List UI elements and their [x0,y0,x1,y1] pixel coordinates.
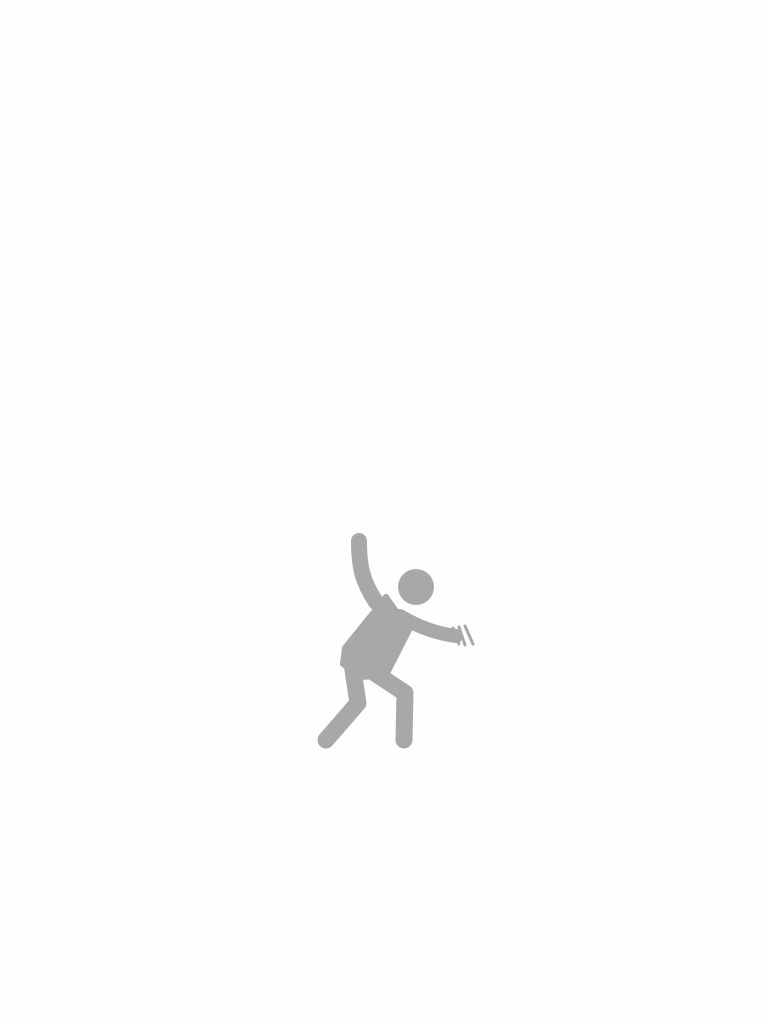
hand-motion-line [457,625,467,647]
dancing-person-icon [300,520,490,765]
hand-motion-line [463,624,475,646]
figure-front-leg [317,648,367,749]
figure-extended-arm [393,609,463,643]
figure-raised-arm [351,533,384,610]
figure-head [398,569,434,605]
figure-back-leg [355,657,414,749]
hand-motion-line [451,626,461,646]
